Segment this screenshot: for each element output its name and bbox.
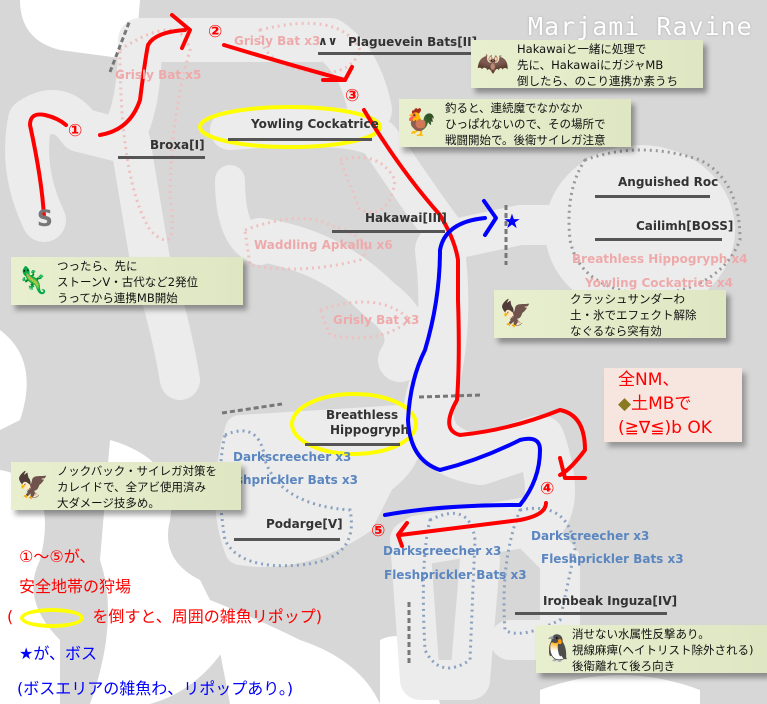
broxa-icon: 🦎 bbox=[16, 266, 50, 296]
nm-podarge[interactable]: Podarge[V] bbox=[266, 517, 343, 531]
marker-1: ① bbox=[68, 121, 83, 141]
nm-plaguevein-icon: ∧∨ bbox=[318, 34, 338, 48]
note-line: つったら、先に bbox=[57, 259, 138, 273]
boss-star-icon: ★ bbox=[503, 209, 521, 233]
hand-line: 土MBで bbox=[631, 394, 692, 414]
marker-2: ② bbox=[208, 22, 223, 42]
nm-underline bbox=[228, 138, 372, 141]
note-line: クラッシュサンダーわ bbox=[570, 292, 685, 306]
nm-hakawai[interactable]: Hakawai[III] bbox=[365, 211, 447, 225]
legend-line-3: ( を倒すと、周囲の雑魚リポップ) bbox=[7, 603, 322, 628]
mob-hippogryph-x4: Breathless Hippogryph x4 bbox=[572, 252, 748, 266]
mob-waddling-apkallu: Waddling Apkallu x6 bbox=[254, 238, 393, 252]
legend-yellow-ellipse-icon bbox=[20, 607, 85, 628]
note-yowling: 🐓 釣ると、連続魔でなかなかひっぱれないので、その場所で戦闘開始で。後衛サイレガ… bbox=[399, 99, 631, 147]
note-line: 釣ると、連続魔でなかなか bbox=[445, 101, 583, 115]
legend-line-4: ★が、ボス bbox=[19, 644, 98, 663]
hand-line: 全NM、 bbox=[618, 370, 680, 390]
nm-anguished-roc[interactable]: Anguished Roc bbox=[618, 175, 719, 189]
nm-underline bbox=[595, 238, 722, 241]
mob-grisly-bat-3-mid: Grisly Bat x3 bbox=[333, 313, 420, 327]
nm-underline bbox=[305, 443, 400, 446]
nm-hippogryph-line2[interactable]: Hippogryph bbox=[330, 423, 410, 437]
mob-darkscreecher-a: Darkscreecher x3 bbox=[233, 450, 352, 464]
nm-hippogryph-line1[interactable]: Breathless bbox=[326, 408, 399, 422]
mob-fleshprickler-b: Fleshprickler Bats x3 bbox=[384, 568, 527, 582]
nm-yowling-cockatrice[interactable]: Yowling Cockatrice bbox=[251, 117, 379, 131]
nm-underline bbox=[234, 538, 340, 541]
note-line: 倒したら、のこり連携か素うち bbox=[517, 74, 678, 88]
legend-line-5: (ボスエリアの雑魚わ、リポップあり。) bbox=[17, 679, 294, 698]
note-podarge: 🦅 ノックバック・サイレガ対策をカレイドで、全アビ使用済み大ダメージ技多め。 bbox=[11, 462, 241, 510]
note-line: ノックバック・サイレガ対策を bbox=[57, 464, 217, 478]
earth-crystal-icon: ◆ bbox=[618, 394, 632, 414]
nm-broxa[interactable]: Broxa[I] bbox=[150, 138, 205, 152]
note-line: ストーンV・古代など2発位 bbox=[57, 275, 199, 289]
red-route bbox=[28, 13, 587, 548]
marker-5: ⑤ bbox=[371, 521, 386, 541]
mob-grisly-bat-3-top: Grisly Bat x3 bbox=[234, 34, 321, 48]
bird-icon: 🦅 bbox=[499, 299, 533, 329]
mob-darkscreecher-c: Darkscreecher x3 bbox=[531, 529, 650, 543]
nm-ironbeak-inguza[interactable]: Ironbeak Inguza[IV] bbox=[543, 594, 678, 608]
note-line: ひっぱれないので、その場所で bbox=[445, 117, 606, 131]
start-marker: S bbox=[37, 207, 53, 232]
note-line: 戦闘開始で。後衛サイレガ注意 bbox=[445, 133, 606, 147]
legend-text: を倒すと、周囲の雑魚リポップ) bbox=[92, 607, 322, 626]
note-line: 後衛離れて後ろ向き bbox=[572, 659, 676, 673]
note-plaguevein: 🦇 Hakawaiと一緒に処理で先に、HakawaiにガジャMB 倒したら、のこり… bbox=[471, 40, 703, 88]
note-line: うってから連携MB開始 bbox=[57, 291, 178, 305]
mob-darkscreecher-b: Darkscreecher x3 bbox=[383, 544, 502, 558]
legend-line-2: 安全地帯の狩場 bbox=[19, 577, 132, 596]
legend-line-1: ①～⑤が、 bbox=[19, 547, 96, 566]
mob-grisly-bat-5: Grisly Bat x5 bbox=[115, 68, 202, 82]
legend-paren: ( bbox=[7, 607, 14, 626]
nm-underline bbox=[118, 156, 205, 159]
blue-route bbox=[383, 199, 542, 517]
nm-plaguevein[interactable]: Plaguevein Bats[II] bbox=[348, 35, 478, 49]
note-broxa: 🦎 つったら、先にストーンV・古代など2発位うってから連携MB開始 bbox=[11, 257, 243, 305]
podarge-icon: 🦅 bbox=[16, 471, 50, 501]
note-line: 先に、HakawaiにガジャMB bbox=[517, 58, 664, 72]
marker-4: ④ bbox=[540, 479, 555, 499]
note-line: 消せない水属性反撃あり。 bbox=[572, 627, 710, 641]
note-ironbeak: 🐧 消せない水属性反撃あり。視線麻痺(ヘイトリスト除外される) 後衛離れて後ろ向き bbox=[536, 625, 767, 673]
cockatrice-icon: 🐓 bbox=[404, 108, 438, 138]
handwritten-note: 全NM、 ◆土MBで (≧∇≦)b OK bbox=[604, 368, 742, 442]
marker-3: ③ bbox=[345, 86, 360, 106]
nm-underline bbox=[318, 52, 478, 55]
bat-icon: 🦇 bbox=[476, 49, 510, 79]
mob-cockatrice-x4: Yowling Cockatrice x4 bbox=[585, 276, 733, 290]
note-line: 大ダメージ技多め。 bbox=[57, 496, 160, 510]
hand-line: (≧∇≦)b OK bbox=[618, 418, 712, 438]
nm-underline bbox=[332, 230, 445, 233]
mob-fleshprickler-a: Fleshprickler Bats x3 bbox=[240, 473, 358, 487]
nm-underline bbox=[595, 195, 710, 198]
note-line: 視線麻痺(ヘイトリスト除外される) bbox=[572, 643, 754, 657]
note-line: なぐるなら突有効 bbox=[570, 324, 662, 338]
note-line: 土・氷でエフェクト解除 bbox=[570, 308, 697, 322]
note-line: カレイドで、全アビ使用済み bbox=[57, 480, 207, 494]
note-cailimh: 🦅 クラッシュサンダーわ土・氷でエフェクト解除なぐるなら突有効 bbox=[494, 290, 726, 338]
mob-fleshprickler-c: Fleshprickler Bats x3 bbox=[541, 552, 684, 566]
note-line: Hakawaiと一緒に処理で bbox=[517, 42, 647, 56]
penguin-icon: 🐧 bbox=[541, 634, 575, 664]
map-title: Marjami Ravine bbox=[528, 12, 753, 41]
nm-underline bbox=[515, 612, 667, 615]
nm-cailimh-boss[interactable]: Cailimh[BOSS] bbox=[636, 219, 734, 233]
